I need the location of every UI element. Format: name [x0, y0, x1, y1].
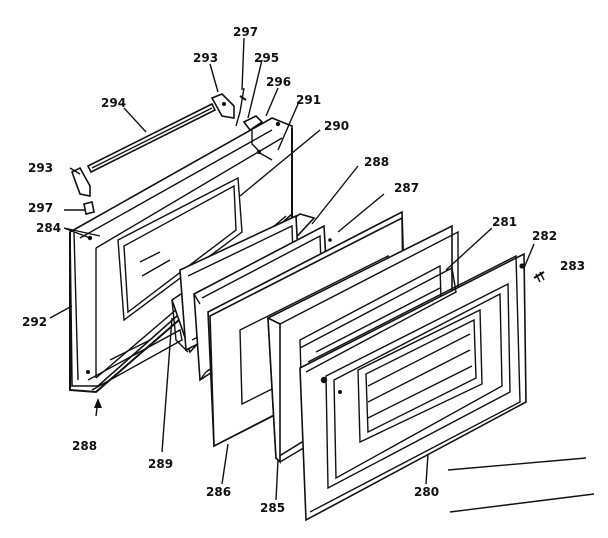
label-288-top: 288: [364, 155, 389, 169]
part-labels: 297 293 295 296 294 291 290 293 288 287 …: [22, 25, 585, 515]
label-291: 291: [296, 93, 321, 107]
label-292: 292: [22, 315, 47, 329]
label-294: 294: [101, 96, 126, 110]
label-288-bottom: 288: [72, 439, 97, 453]
door-liner-281: [299, 266, 457, 373]
label-297-top: 297: [233, 25, 258, 39]
stray-line: [447, 457, 587, 471]
label-282: 282: [532, 229, 557, 243]
label-297-left: 297: [28, 201, 53, 215]
arrow-indicator: [94, 398, 102, 408]
clip-293-left: [71, 166, 91, 197]
label-293-left: 293: [28, 161, 53, 175]
outer-door-skin-280: [299, 252, 527, 522]
inner-door-frame-292: [69, 117, 293, 394]
label-281: 281: [492, 215, 517, 229]
screw-283: [533, 271, 545, 283]
label-289: 289: [148, 457, 173, 471]
clip-293-top: [210, 93, 235, 119]
leader-lines: [49, 37, 535, 501]
spring-297-top: [235, 87, 247, 127]
label-280: 280: [414, 485, 439, 499]
screw-291: [256, 149, 273, 161]
bracket-296: [242, 115, 264, 151]
spring-297-left: [83, 201, 95, 215]
label-290: 290: [324, 119, 349, 133]
label-287: 287: [394, 181, 419, 195]
label-285: 285: [260, 501, 285, 515]
label-293-top: 293: [193, 51, 218, 65]
label-295: 295: [254, 51, 279, 65]
label-296: 296: [266, 75, 291, 89]
rod-294: [86, 102, 217, 174]
label-283: 283: [560, 259, 585, 273]
label-286: 286: [206, 485, 231, 499]
label-284: 284: [36, 221, 61, 235]
stray-line: [449, 493, 595, 513]
